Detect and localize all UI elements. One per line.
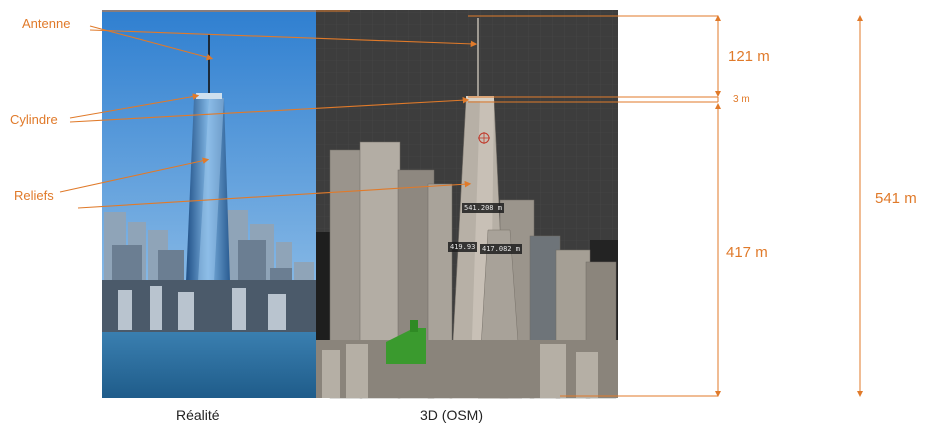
measurement-body: 417 m <box>726 244 768 261</box>
measurement-total: 541 m <box>875 190 917 207</box>
measurement-antenna: 121 m <box>728 48 770 65</box>
photo-panel <box>102 10 316 398</box>
measurement-cylinder: 3 m <box>733 94 750 105</box>
label-cylindre: Cylindre <box>10 112 58 127</box>
annotation-arrows <box>59 25 478 209</box>
label-antenne: Antenne <box>22 16 71 31</box>
measurement-guides <box>102 10 863 397</box>
caption-reality: Réalité <box>176 407 220 423</box>
viewport-tag-left: 419.93 <box>448 242 478 252</box>
viewport-tag-top: 541.208 m <box>462 203 504 213</box>
viewport-tag-right: 417.082 m <box>480 244 522 254</box>
caption-osm: 3D (OSM) <box>420 407 483 423</box>
label-reliefs: Reliefs <box>14 188 54 203</box>
